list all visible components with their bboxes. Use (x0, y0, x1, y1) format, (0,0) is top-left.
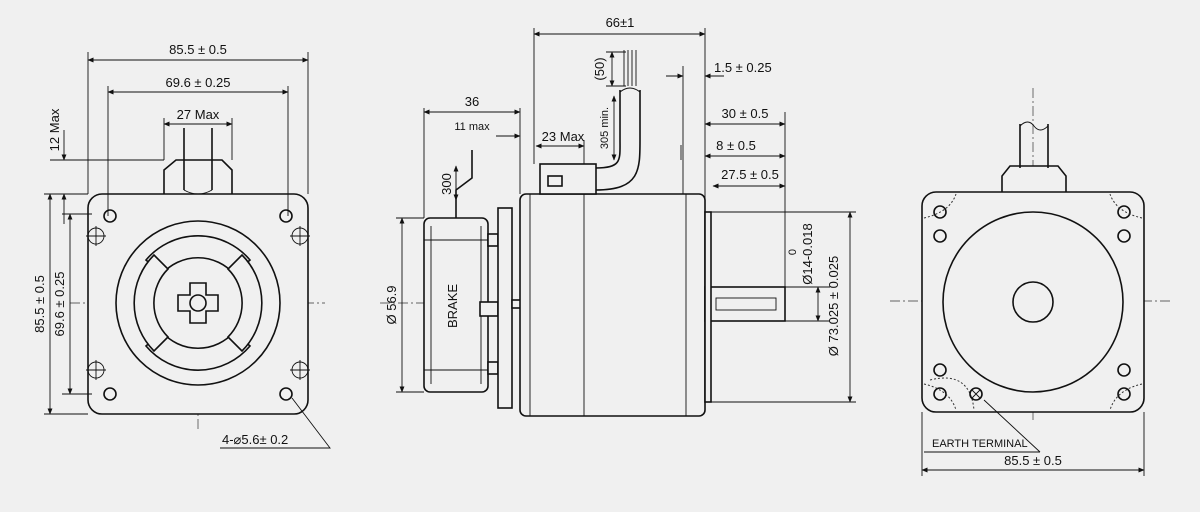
motor-body (519, 193, 706, 417)
brake-gap-label: 11 max (454, 121, 490, 133)
earth-terminal-label: EARTH TERMINAL (932, 438, 1028, 450)
front-view: 85.5 ± 0.5 69.6 ± 0.25 27 Max 12 Max 85.… (32, 42, 331, 449)
lead-length-label: 300 (439, 173, 454, 195)
earth-terminal-icon (969, 387, 983, 401)
cable-min-label: 305 min. (599, 107, 611, 149)
front-height-label: 85.5 ± 0.5 (32, 275, 47, 333)
rear-holes (933, 205, 1131, 401)
cable (595, 90, 641, 191)
cable-height-label: 12 Max (47, 108, 62, 151)
slot-top (144, 235, 252, 276)
front-hole-spacing-vert-label: 69.6 ± 0.25 (52, 272, 67, 337)
front-width-label: 85.5 ± 0.5 (169, 42, 227, 57)
shaft-length-label: 30 ± 0.5 (722, 106, 769, 121)
front-hole-spacing-label: 69.6 ± 0.25 (166, 75, 231, 90)
front-dimensions (44, 52, 331, 449)
brake-unit (423, 217, 499, 393)
side-dimensions (396, 28, 856, 403)
slot-left (133, 253, 170, 353)
key-length-label: 27.5 ± 0.5 (721, 167, 779, 182)
shaft-tol-label: 0 (787, 249, 799, 255)
cable-bend-label: (50) (592, 57, 607, 80)
rear-cover (942, 211, 1124, 393)
flat-length-label: 8 ± 0.5 (716, 138, 756, 153)
rear-cable (1001, 121, 1067, 195)
overall-length-label: 66±1 (606, 15, 635, 30)
side-view: BRAKE (380, 15, 856, 417)
cable-stub (163, 128, 233, 197)
cable-exit-label: 27 Max (177, 107, 220, 122)
brake-text: BRAKE (445, 284, 460, 328)
output-shaft (704, 286, 786, 322)
rear-dimensions (921, 399, 1145, 476)
pilot-diameter-label: Ø 73.025 ± 0.025 (826, 256, 841, 356)
slot-bottom (144, 330, 252, 371)
flange-thickness-label: 1.5 ± 0.25 (714, 60, 772, 75)
cable-box-label: 23 Max (542, 129, 585, 144)
rear-flange (497, 207, 513, 409)
front-boss (115, 220, 281, 386)
shaft-diameter-label: Ø14-0.018 (800, 223, 815, 284)
rear-width-label: 85.5 ± 0.5 (1004, 453, 1062, 468)
slot-right (226, 253, 263, 353)
rear-housing (921, 191, 1145, 413)
brake-diameter-label: Ø 56.9 (384, 285, 399, 324)
rear-hub (1012, 281, 1054, 323)
rear-pockets (923, 193, 1143, 411)
mounting-holes (86, 209, 310, 401)
rear-view: EARTH TERMINAL 85.5 ± 0.5 (890, 88, 1170, 476)
brake-length-label: 36 (465, 94, 479, 109)
mount-holes-label: 4-⌀5.6± 0.2 (222, 432, 288, 447)
